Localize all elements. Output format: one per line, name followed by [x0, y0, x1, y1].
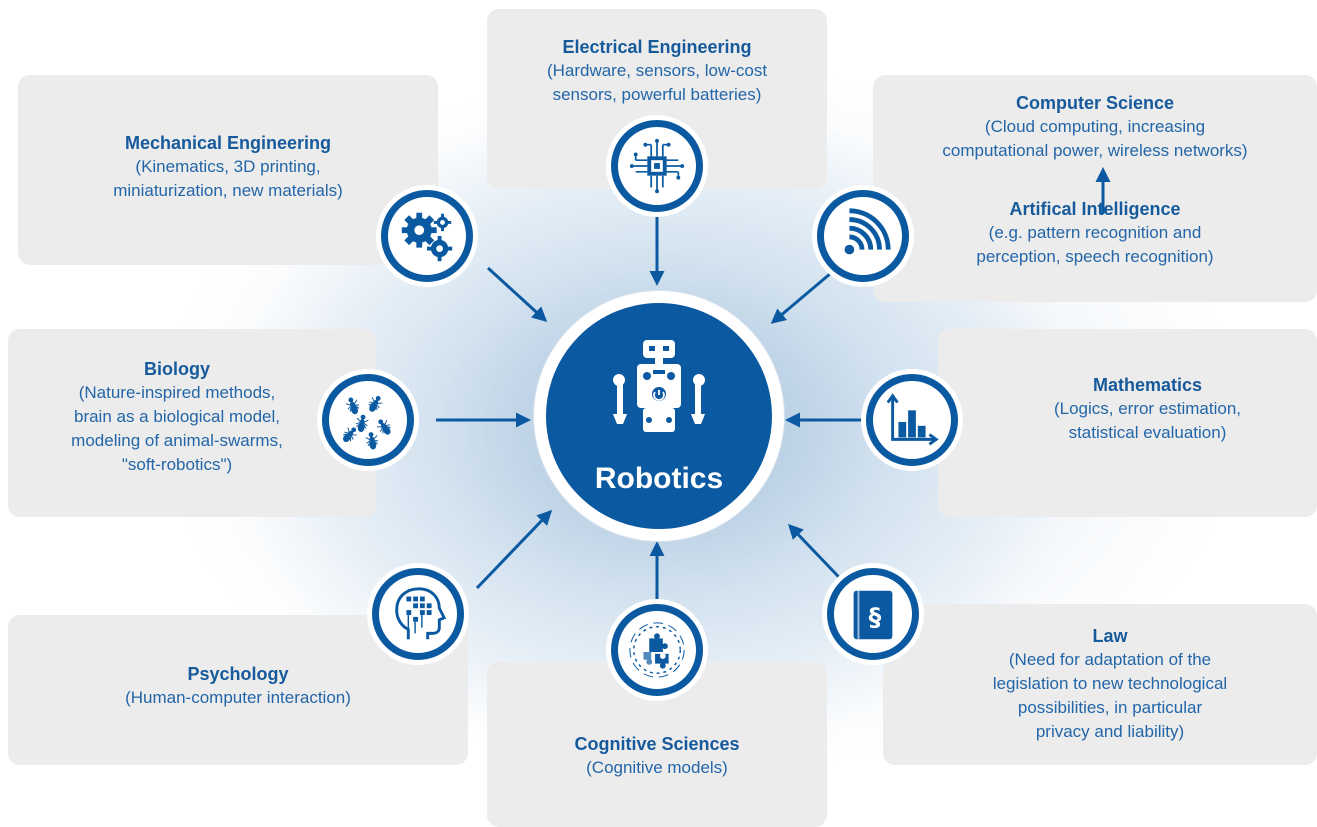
circle-electrical [611, 120, 703, 212]
circle-mathematics [866, 374, 958, 466]
head-circuit-icon [395, 587, 447, 640]
arrow-psychology [475, 509, 553, 590]
field-description: (Logics, error estimation, statistical e… [1053, 399, 1242, 442]
svg-text:§: § [869, 603, 882, 632]
center-title: Robotics [594, 462, 724, 495]
law-book-paragraph-icon: § [853, 590, 893, 640]
circle-law: § [827, 568, 919, 660]
circle-psychology [372, 568, 464, 660]
wireless-signal-icon [844, 208, 891, 255]
circle-mechanical [381, 190, 473, 282]
circle-biology [322, 374, 414, 466]
gears-icon [401, 212, 453, 262]
field-description: (Hardware, sensors, low-cost sensors, po… [546, 61, 768, 104]
box-mechanical-engineering: Mechanical Engineering (Kinematics, 3D p… [18, 75, 438, 265]
field-title: Electrical Engineering [562, 37, 752, 57]
microchip-icon [629, 138, 685, 194]
field-title: Mechanical Engineering [124, 133, 332, 153]
puzzle-icon [629, 622, 685, 678]
box-law: Law (Need for adaptation of the legislat… [883, 604, 1317, 765]
arrow-mechanical [486, 266, 548, 323]
circle-cognitive [611, 604, 703, 696]
field-description: (Need for adaptation of the legislation … [992, 650, 1228, 741]
field-title: Law [1092, 626, 1128, 646]
box-biology: Biology (Nature-inspired methods, brain … [8, 329, 376, 517]
robot-icon [613, 340, 705, 432]
box-mathematics: Mathematics (Logics, error estimation, s… [938, 329, 1317, 517]
arrow-ai [770, 266, 838, 324]
field-title: Psychology [187, 664, 289, 684]
field-title: Mathematics [1092, 375, 1203, 395]
bar-chart-icon [886, 393, 939, 446]
field-description: (Cloud computing, increasing computation… [942, 117, 1248, 160]
field-title: Biology [144, 359, 210, 379]
field-title: Cognitive Sciences [574, 734, 740, 754]
box-electrical-engineering: Electrical Engineering (Hardware, sensor… [487, 9, 827, 189]
field-description-ai: (e.g. pattern recognition and perception… [976, 223, 1214, 266]
ants-swarm-icon [343, 395, 391, 450]
field-title: Computer Science [1015, 93, 1175, 113]
box-computer-science: Computer Science (Cloud computing, incre… [873, 75, 1317, 302]
field-title-ai: Artifical Intelligence [1009, 199, 1181, 219]
field-description: (Kinematics, 3D printing, miniaturizatio… [113, 157, 343, 200]
center-robotics-circle: Robotics [534, 291, 784, 541]
circle-ai [817, 190, 909, 282]
field-description: (Human-computer interaction) [125, 688, 351, 707]
field-description: (Cognitive models) [586, 758, 728, 777]
field-description: (Nature-inspired methods, brain as a bio… [71, 383, 283, 474]
